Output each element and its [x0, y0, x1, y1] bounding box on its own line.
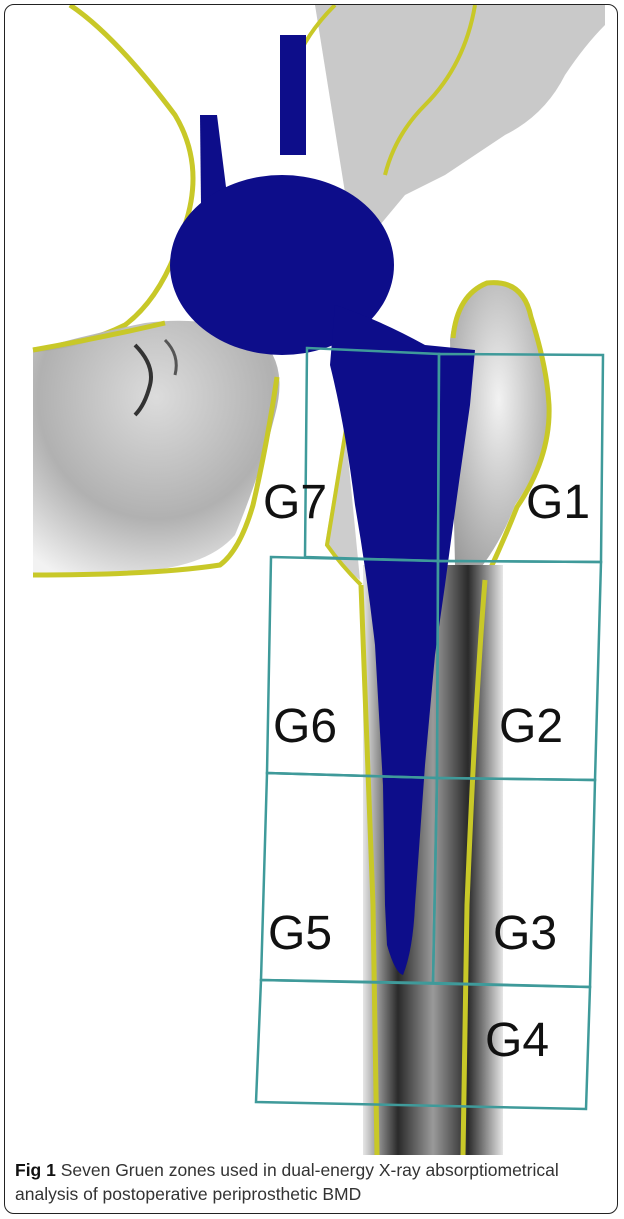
- hip-xray-illustration: [5, 5, 617, 1155]
- zone-label-G6: G6: [273, 703, 337, 751]
- zone-label-G5: G5: [268, 910, 332, 958]
- caption-text: Seven Gruen zones used in dual-energy X-…: [15, 1160, 559, 1204]
- figure-caption: Fig 1 Seven Gruen zones used in dual-ene…: [15, 1158, 611, 1206]
- implant-pin: [280, 35, 306, 155]
- dexa-hip-figure: G7 G1 G6 G2 G5 G3 G4: [5, 5, 617, 1155]
- figure-label: Fig 1: [15, 1160, 56, 1180]
- zone-label-G3: G3: [493, 910, 557, 958]
- zone-label-G4: G4: [485, 1017, 549, 1065]
- zone-label-G1: G1: [526, 479, 590, 527]
- zone-label-G7: G7: [263, 479, 327, 527]
- zone-label-G2: G2: [499, 703, 563, 751]
- pelvis-outline: [33, 5, 193, 350]
- figure-frame: G7 G1 G6 G2 G5 G3 G4 Fig 1 Seven Gruen z…: [4, 4, 618, 1214]
